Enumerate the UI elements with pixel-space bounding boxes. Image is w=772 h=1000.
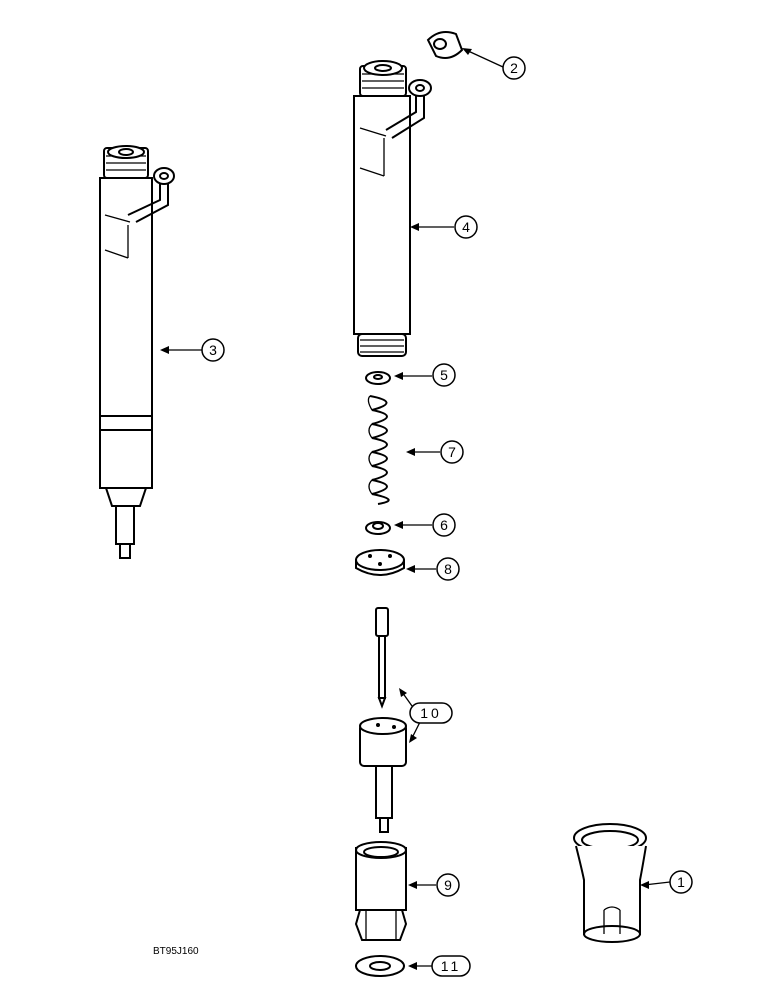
svg-text:8: 8: [444, 561, 452, 577]
svg-text:10: 10: [420, 705, 442, 721]
callout-2: 2: [502, 56, 526, 80]
svg-text:3: 3: [209, 342, 217, 358]
pressure-spring: [367, 395, 390, 505]
leak-off-clip: [426, 31, 464, 59]
intermediate-plate: [355, 549, 405, 576]
callout-4: 4: [454, 215, 478, 239]
injector-sleeve: [573, 823, 647, 943]
svg-text:11: 11: [441, 958, 462, 974]
svg-text:6: 6: [440, 517, 448, 533]
sealing-washer: [355, 955, 405, 977]
injector-holder-body: [353, 60, 432, 357]
callout-1: 1: [669, 870, 693, 894]
callout-11: 11: [431, 955, 471, 977]
nozzle-needle: [375, 607, 389, 709]
callout-7: 7: [440, 440, 464, 464]
svg-text:2: 2: [510, 60, 518, 76]
callout-10: 10: [409, 702, 453, 724]
svg-text:9: 9: [444, 877, 452, 893]
leader-arrows: [160, 48, 671, 970]
callout-3: 3: [201, 338, 225, 362]
svg-text:1: 1: [677, 874, 685, 890]
callout-5: 5: [432, 363, 456, 387]
callout-9: 9: [436, 873, 460, 897]
injector-assembly: [99, 145, 175, 559]
svg-text:7: 7: [448, 444, 456, 460]
figure-reference-code: BT95J160: [153, 946, 199, 957]
callout-6: 6: [432, 513, 456, 537]
nozzle-retaining-nut: [354, 841, 408, 941]
svg-text:5: 5: [440, 367, 448, 383]
nozzle-body: [359, 717, 407, 833]
svg-text:4: 4: [462, 219, 470, 235]
shim-washer: [365, 371, 391, 385]
callout-8: 8: [436, 557, 460, 581]
spring-seat: [365, 521, 391, 535]
